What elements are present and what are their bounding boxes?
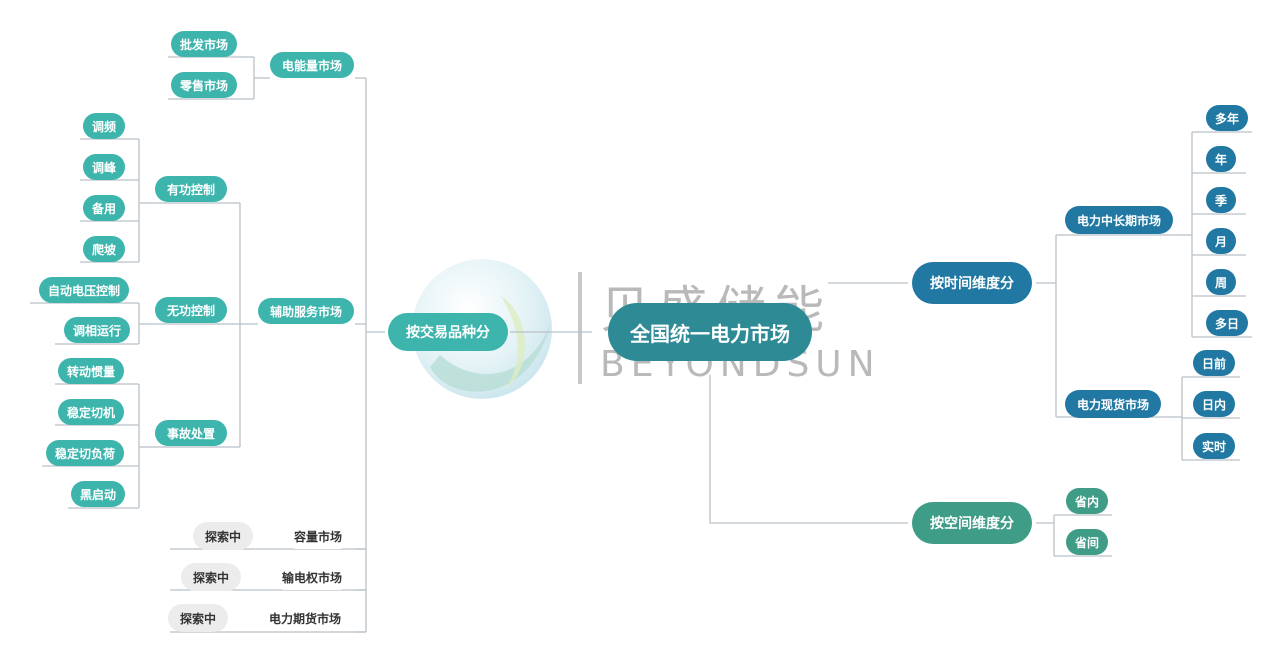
leaf-multi-day[interactable]: 多日	[1205, 310, 1249, 336]
leaf-multi-year[interactable]: 多年	[1205, 105, 1249, 131]
leaf-season[interactable]: 季	[1205, 187, 1237, 213]
branch-space-dimension[interactable]: 按空间维度分	[912, 502, 1032, 544]
leaf-day-ahead[interactable]: 日前	[1192, 350, 1236, 376]
node-medium-long-term-market[interactable]: 电力中长期市场	[1064, 206, 1174, 234]
leaf-intraday[interactable]: 日内	[1192, 391, 1236, 417]
node-energy-market[interactable]: 电能量市场	[269, 52, 355, 78]
leaf-retail-market[interactable]: 零售市场	[170, 72, 238, 98]
node-reactive-control[interactable]: 无功控制	[154, 297, 228, 323]
node-transmission-rights-market[interactable]: 输电权市场	[271, 564, 353, 590]
leaf-year[interactable]: 年	[1205, 146, 1237, 172]
watermark-divider	[578, 272, 582, 384]
leaf-intra-province[interactable]: 省内	[1065, 488, 1109, 514]
leaf-real-time[interactable]: 实时	[1192, 433, 1236, 459]
node-ancillary-market[interactable]: 辅助服务市场	[257, 298, 355, 324]
branch-trade-type[interactable]: 按交易品种分	[388, 313, 508, 351]
leaf-black-start[interactable]: 黑启动	[70, 481, 126, 507]
leaf-generator-tripping[interactable]: 稳定切机	[57, 399, 125, 425]
leaf-wholesale-market[interactable]: 批发市场	[170, 31, 238, 57]
leaf-week[interactable]: 周	[1205, 269, 1237, 295]
leaf-ramping[interactable]: 爬坡	[82, 236, 126, 262]
node-spot-market[interactable]: 电力现货市场	[1064, 390, 1162, 418]
node-active-control[interactable]: 有功控制	[154, 176, 228, 202]
leaf-phase-modulation[interactable]: 调相运行	[63, 317, 131, 343]
leaf-load-shedding[interactable]: 稳定切负荷	[45, 440, 125, 466]
leaf-automatic-voltage-control[interactable]: 自动电压控制	[38, 277, 130, 303]
status-futures-exploring: 探索中	[167, 604, 229, 632]
node-power-futures-market[interactable]: 电力期货市场	[258, 605, 352, 631]
leaf-rotational-inertia[interactable]: 转动惯量	[57, 358, 125, 384]
leaf-frequency-regulation[interactable]: 调频	[82, 113, 126, 139]
root-node[interactable]: 全国统一电力市场	[608, 303, 812, 361]
leaf-month[interactable]: 月	[1205, 228, 1237, 254]
status-transmission-exploring: 探索中	[180, 563, 242, 591]
leaf-reserve[interactable]: 备用	[82, 195, 126, 221]
status-capacity-exploring: 探索中	[192, 522, 254, 550]
branch-time-dimension[interactable]: 按时间维度分	[912, 262, 1032, 304]
leaf-peak-shaving[interactable]: 调峰	[82, 154, 126, 180]
leaf-inter-province[interactable]: 省间	[1065, 529, 1109, 555]
node-accident-handling[interactable]: 事故处置	[154, 420, 228, 446]
node-capacity-market[interactable]: 容量市场	[283, 523, 353, 549]
